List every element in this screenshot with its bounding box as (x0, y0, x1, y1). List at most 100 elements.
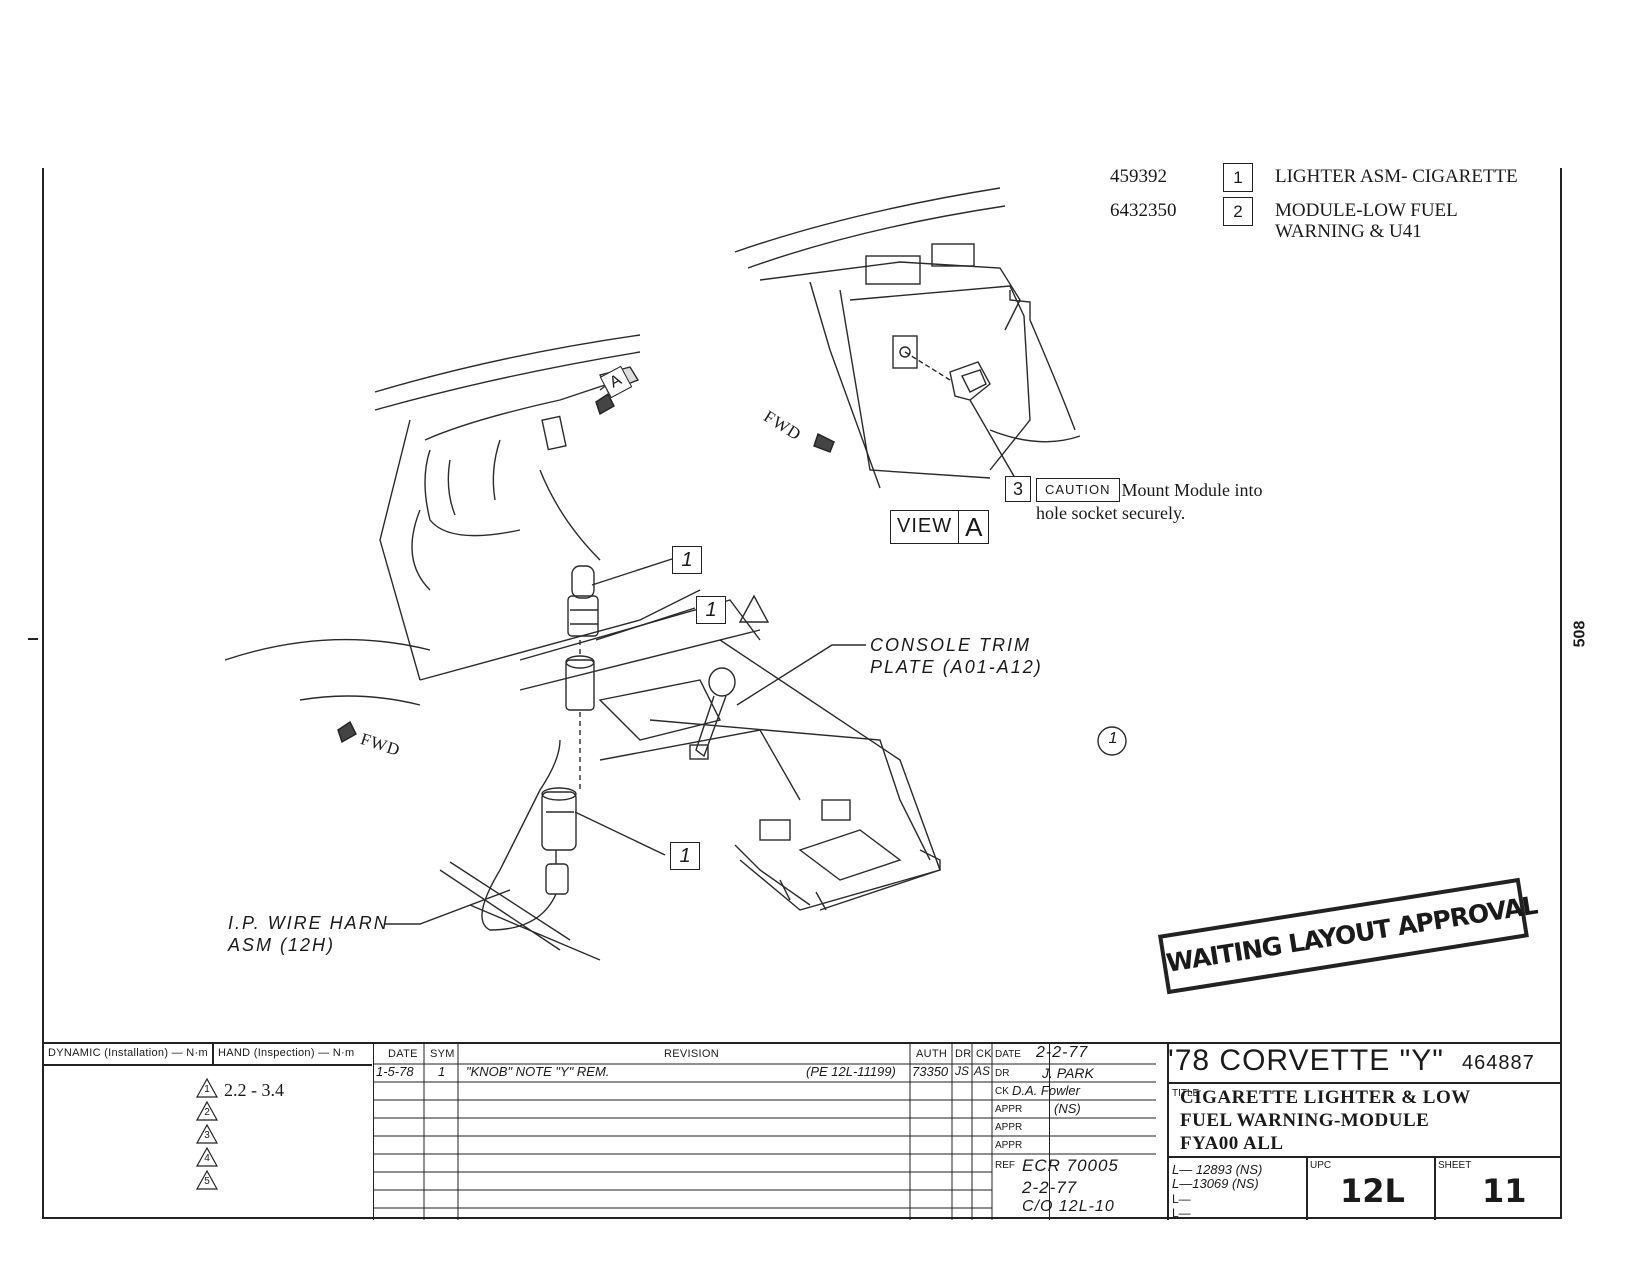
view-a-label: VIEW A (890, 510, 990, 544)
ref-label: REF (995, 1160, 1015, 1171)
note-circle-label: 1 (1108, 730, 1118, 747)
title-separator (1167, 1044, 1169, 1220)
drawing-number: 464887 (1462, 1052, 1535, 1074)
approvals-grid (992, 1063, 1156, 1155)
approval-ck-signature: D.A. Fowler (1012, 1083, 1080, 1098)
upc-value: 12L (1340, 1172, 1405, 1210)
l-line: L— 12893 (NS) (1172, 1162, 1263, 1177)
revision-reference: (PE 12L-11199) (806, 1064, 896, 1079)
part-callout-box: 1 (696, 596, 726, 624)
revision-section: DATE SYM REVISION AUTH DR CK 1-5-78 1 "K… (374, 1044, 1156, 1220)
approval-appr-label: APPR (995, 1122, 1023, 1133)
note-circle (1097, 726, 1127, 756)
revision-ck: AS (974, 1064, 991, 1078)
sheet-value: 11 (1482, 1172, 1527, 1210)
fwd-arrow-icon (337, 392, 835, 744)
part-callout-box: 1 (672, 546, 702, 574)
frame-left-border (42, 168, 44, 1218)
subtitle-line: FUEL WARNING-MODULE (1180, 1110, 1430, 1131)
torque-header-hand: HAND (Inspection) — N·m (218, 1047, 355, 1059)
callout-line: PLATE (A01-A12) (870, 657, 1043, 677)
approvals-block: DATE 2-2-77 DR J. PARK CK D.A. Fowler AP… (992, 1044, 1156, 1220)
shifter-lever (689, 667, 736, 760)
drawing-title: '78 CORVETTE "Y" (1168, 1044, 1444, 1077)
caution-badge: CAUTION (1036, 478, 1120, 502)
title-underline (1168, 1156, 1560, 1158)
part-description: LIGHTER ASM- CIGARETTE (1275, 166, 1518, 187)
console-assembly (224, 334, 941, 911)
l-line: L— (1172, 1206, 1191, 1220)
approval-appr-label: APPR (995, 1140, 1023, 1151)
torque-row: 1 2.2 - 3.4 (196, 1078, 284, 1101)
revision-header-auth: AUTH (916, 1048, 948, 1060)
part-index-box: 1 (1223, 163, 1253, 192)
view-a-detail (734, 187, 1081, 489)
torque-header-underline (44, 1064, 372, 1066)
approval-dr-label: DR (995, 1068, 1010, 1079)
caution-text-line: hole socket securely. (1036, 503, 1186, 523)
torque-row: 3 (196, 1124, 224, 1147)
drawing-subtitle: CIGARETTE LIGHTER & LOW FUEL WARNING-MOD… (1180, 1086, 1471, 1155)
torque-row: 2 (196, 1101, 224, 1124)
callout-line: ASM (12H) (228, 935, 336, 955)
revision-header-revision: REVISION (664, 1048, 719, 1060)
torque-mark-number: 3 (204, 1130, 210, 1141)
l-line: L—13069 (NS) (1172, 1176, 1259, 1191)
revision-dr: JS (955, 1064, 970, 1078)
part-number: 459392 (1110, 166, 1167, 187)
note-index-box: 3 (1005, 476, 1031, 502)
approval-appr-value: (NS) (1054, 1101, 1081, 1116)
torque-value: 2.2 - 3.4 (224, 1080, 284, 1100)
part-description: MODULE-LOW FUEL WARNING & U41 (1275, 200, 1458, 242)
subtitle-line: CIGARETTE LIGHTER & LOW (1180, 1087, 1471, 1108)
torque-mark-icon: 4 (196, 1147, 218, 1167)
torque-header-dynamic: DYNAMIC (Installation) — N·m (48, 1047, 208, 1059)
torque-mark-number: 1 (204, 1084, 210, 1095)
l-line: L— (1172, 1192, 1191, 1206)
torque-mark-icon: 1 (196, 1078, 218, 1098)
leader-lines (384, 369, 866, 925)
caution-text-line: Mount Module into (1121, 480, 1263, 500)
revision-text: "KNOB" NOTE "Y" REM. (466, 1064, 610, 1079)
revision-header-ck: CK (976, 1048, 992, 1060)
revision-sym: 1 (438, 1064, 446, 1079)
approval-ck-label: CK (995, 1086, 1009, 1097)
part-number: 6432350 (1110, 200, 1177, 221)
sheet-label: SHEET (1438, 1160, 1472, 1171)
console-trim-callout: CONSOLE TRIM PLATE (A01-A12) (870, 634, 1043, 678)
callout-line: CONSOLE TRIM (870, 635, 1032, 655)
view-label-letter: A (958, 511, 988, 543)
ref-line: C/O 12L-10 (1022, 1198, 1115, 1215)
approval-dr-value: J. PARK (1042, 1065, 1094, 1081)
ref-line: 2-2-77 (1022, 1178, 1078, 1197)
subtitle-line: FYA00 ALL (1180, 1133, 1284, 1154)
revision-auth: 73350 (912, 1064, 949, 1079)
exploded-view-drawing (224, 187, 1127, 961)
lighter-parts (439, 565, 601, 961)
torque-row: 4 (196, 1147, 224, 1170)
torque-mark-number: 2 (204, 1107, 210, 1118)
torque-row: 5 (196, 1170, 224, 1193)
view-label-text: VIEW (897, 515, 953, 537)
upc-label: UPC (1310, 1160, 1332, 1171)
revision-header-sym: SYM (430, 1048, 455, 1060)
revision-header-dr: DR (955, 1048, 972, 1060)
margin-tick-mark (28, 638, 38, 640)
revision-grid (374, 1044, 1050, 1220)
part-callout-box: 1 (670, 842, 700, 870)
title-block: DYNAMIC (Installation) — N·m HAND (Inspe… (44, 1042, 1560, 1220)
title-label: TITLE (1172, 1088, 1200, 1099)
torque-mark-icon: 5 (196, 1170, 218, 1190)
torque-mark-number: 4 (204, 1153, 210, 1164)
torque-header-divider (212, 1044, 214, 1064)
torque-section: DYNAMIC (Installation) — N·m HAND (Inspe… (44, 1044, 374, 1220)
frame-bottom-border (42, 1217, 1562, 1219)
approval-appr-label: APPR (995, 1104, 1023, 1115)
ref-line: ECR 70005 (1022, 1156, 1119, 1175)
side-sheet-number: 508 (1571, 620, 1589, 648)
part-description-line: MODULE-LOW FUEL (1275, 200, 1458, 221)
frame-right-border (1560, 168, 1562, 1218)
torque-mark-icon: 2 (196, 1101, 218, 1121)
part-index-box: 2 (1223, 197, 1253, 226)
